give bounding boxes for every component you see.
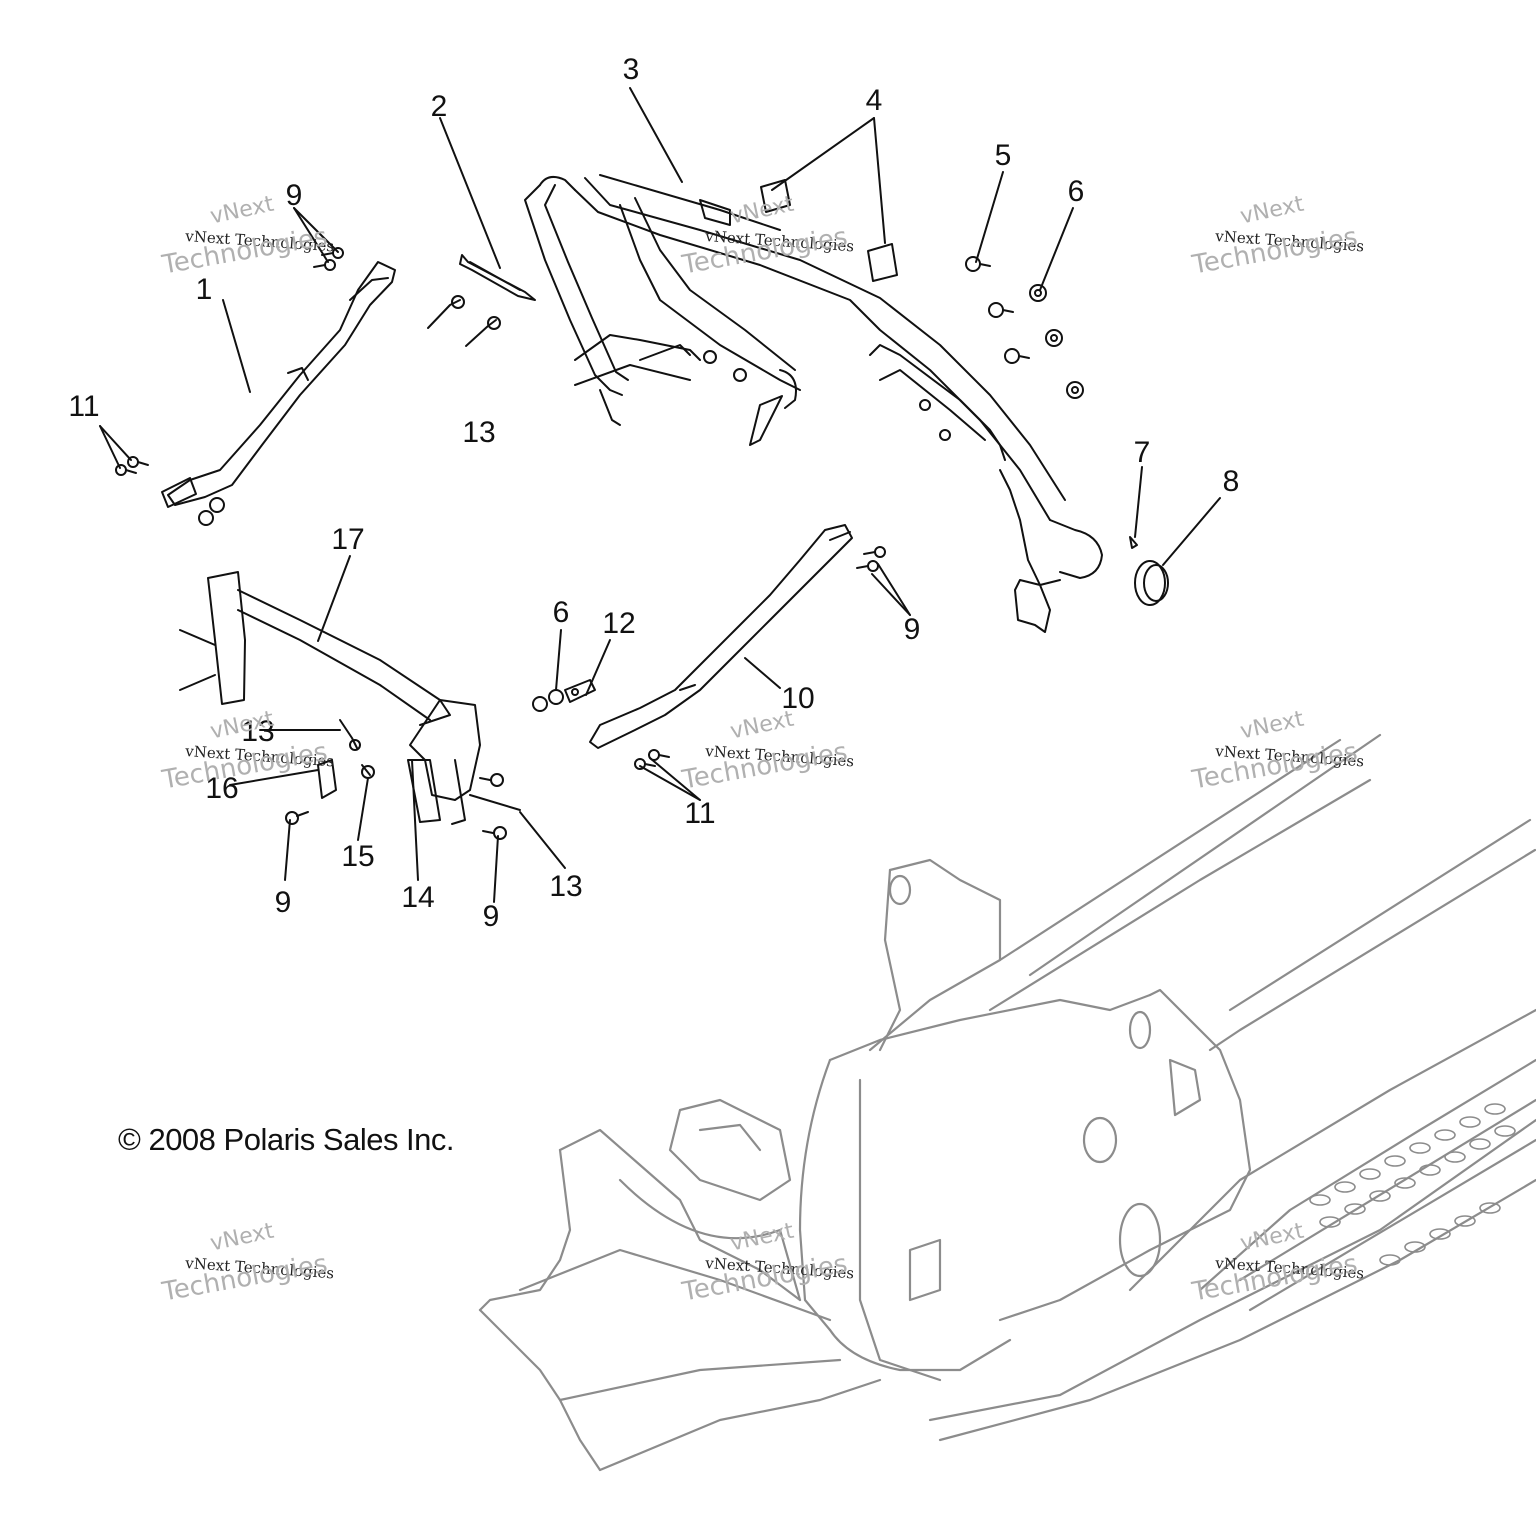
part-13-rivets-upper	[427, 295, 501, 347]
part-5-6-hardware	[965, 256, 1084, 399]
callout-9-lower-left: 9	[274, 886, 292, 919]
callout-7: 7	[1133, 436, 1151, 469]
part-2-bracket	[459, 254, 536, 301]
callout-11-upper: 11	[68, 390, 100, 423]
parts-13-16-hardware	[285, 719, 521, 840]
callout-14: 14	[401, 881, 435, 914]
part-8-cap	[1134, 560, 1169, 606]
part-10-hardware	[634, 546, 886, 770]
callout-13-left: 13	[241, 715, 275, 748]
callout-6-upper: 6	[1067, 175, 1085, 208]
callout-11-lower: 11	[684, 797, 716, 830]
callout-9-upper-left: 9	[285, 179, 303, 212]
callout-2: 2	[430, 90, 448, 123]
part-4-pads	[760, 179, 898, 282]
callout-5: 5	[994, 139, 1012, 172]
callout-10: 10	[781, 682, 815, 715]
callout-17: 17	[331, 523, 365, 556]
callout-8: 8	[1222, 465, 1240, 498]
callout-13-right: 13	[549, 870, 583, 903]
part-6-nuts-lower	[532, 689, 564, 712]
callout-6-lower: 6	[552, 596, 570, 629]
part-17-crossbar	[179, 571, 481, 825]
callout-4: 4	[865, 84, 883, 117]
callout-13-upper: 13	[462, 416, 496, 449]
copyright-notice: © 2008 Polaris Sales Inc.	[118, 1122, 455, 1157]
callout-3: 3	[622, 53, 640, 86]
part-3-main-frame	[524, 174, 1103, 633]
callout-16: 16	[205, 772, 239, 805]
part-12-plate	[564, 679, 596, 703]
callout-9-right: 9	[903, 613, 921, 646]
part-10-strut	[589, 524, 853, 749]
chassis-running-board-holes	[1309, 1103, 1516, 1266]
callout-9-lower-right: 9	[482, 900, 500, 933]
leader-lines	[99, 87, 1221, 903]
part-1-strut	[161, 261, 396, 508]
chassis-tunnel	[478, 733, 1536, 1472]
part-1-hardware	[115, 247, 344, 526]
callout-15: 15	[341, 840, 375, 873]
callout-1: 1	[195, 273, 213, 306]
part-7-pin	[1129, 536, 1138, 549]
callout-12: 12	[602, 607, 636, 640]
